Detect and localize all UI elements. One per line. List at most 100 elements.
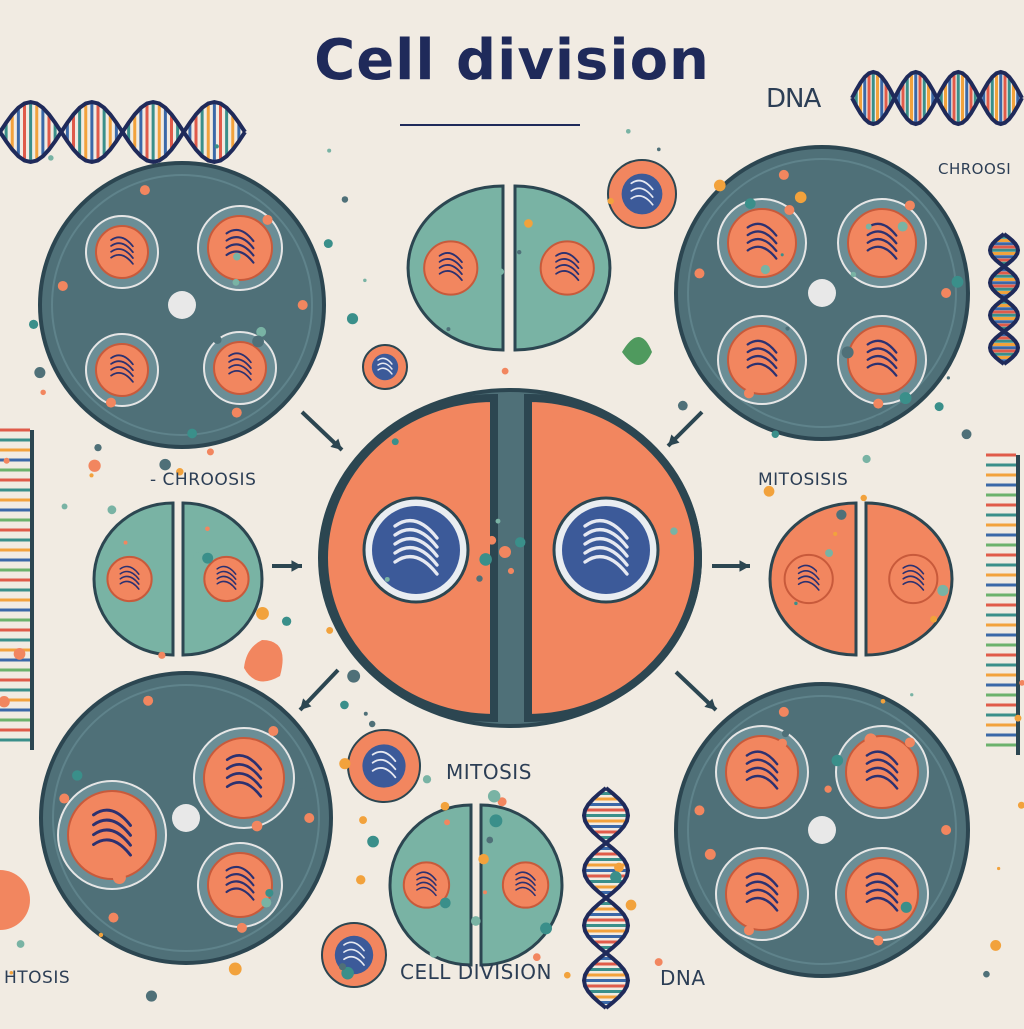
organelle-dot	[256, 607, 269, 620]
nucleus	[621, 173, 663, 215]
organelle-dot	[168, 291, 196, 319]
nucleus	[371, 353, 399, 381]
cell-bottom-right	[674, 682, 970, 978]
chromosome-strand	[515, 876, 536, 886]
organelle-dot	[941, 288, 952, 298]
organelle-dot	[694, 268, 705, 279]
arrow-head	[668, 434, 680, 446]
arrow-head	[300, 698, 312, 710]
organelle-dot	[562, 418, 567, 423]
dna-strand	[850, 69, 1024, 127]
chromosome-strand	[583, 545, 629, 567]
chromosome-strand	[228, 364, 252, 375]
chromosome-strand	[865, 766, 899, 782]
arrow-head	[291, 560, 302, 572]
chromosome-strand	[745, 758, 779, 774]
organelle-dot	[232, 278, 240, 286]
chromosome-strand	[866, 245, 898, 260]
organelle-dot	[873, 935, 884, 946]
organelle-dot	[446, 327, 451, 332]
nucleus	[67, 790, 157, 880]
organelle-dot	[252, 335, 264, 348]
organelle-dot	[34, 367, 46, 379]
dna-ladder-right	[986, 453, 1020, 755]
cell-inner-ring	[51, 174, 313, 436]
organelle-dot	[899, 392, 912, 405]
organelle-dot	[930, 615, 938, 623]
organelle-dot	[934, 402, 944, 412]
nucleus	[727, 208, 797, 278]
organelle-dot	[478, 853, 489, 865]
organelle-dot	[213, 335, 222, 344]
organelle-dot	[158, 651, 166, 659]
organelle-dot	[499, 546, 511, 558]
dna-helix-icon	[581, 786, 631, 1010]
organelle-dot	[524, 219, 533, 228]
chromosome-strand	[371, 750, 397, 763]
nucleus	[847, 325, 917, 395]
daughter-pair-top-center	[406, 184, 612, 352]
chromosome-strand	[377, 362, 393, 370]
organelle-dot	[268, 726, 279, 737]
nucleus	[95, 225, 149, 279]
chromosome-strand	[865, 880, 899, 896]
organelle-dot	[159, 458, 171, 471]
chromosome-strand	[865, 896, 899, 912]
chromosome-strand	[745, 880, 779, 896]
organelle-dot	[607, 197, 614, 205]
organelle-dot	[656, 147, 661, 152]
organelle-dot	[359, 816, 367, 824]
nucleus	[207, 215, 273, 281]
arrow-icon	[712, 560, 750, 572]
chromosome-strand	[119, 575, 140, 585]
arrow-icon	[272, 560, 302, 572]
organelle-dot	[429, 949, 439, 958]
chromosome-strand	[343, 948, 365, 959]
label-chromosome-left: - CHROOSIS	[150, 470, 257, 490]
nucleus	[362, 744, 406, 788]
organelle-dot	[808, 816, 836, 844]
chromosome-strand	[225, 236, 255, 250]
organelle-dot	[236, 922, 247, 933]
organelle-dot	[233, 252, 241, 261]
chromosome-strand	[515, 886, 536, 897]
chromosome-strand	[797, 570, 820, 580]
organelle-dot	[904, 200, 915, 211]
organelle-dot	[507, 567, 515, 575]
organelle-dot	[256, 326, 267, 337]
leaf-shape	[622, 337, 652, 365]
organelle-dot	[61, 503, 68, 510]
chromosome-strand	[555, 270, 580, 282]
organelle-dot	[323, 239, 333, 249]
chromosome-strand	[866, 347, 898, 362]
chromosome-strand	[630, 187, 654, 198]
organelle-dot	[98, 932, 104, 938]
organelle-dot	[677, 400, 688, 411]
organelle-dot	[440, 801, 450, 811]
organelle-dot	[904, 737, 915, 748]
organelle-dot	[831, 754, 844, 767]
organelle-dot	[13, 647, 26, 660]
organelle-dot	[347, 669, 361, 683]
organelle-dot	[326, 626, 334, 634]
chromosome-strand	[865, 774, 899, 790]
organelle-dot	[16, 940, 25, 948]
chromosome-strand	[228, 370, 252, 381]
dna-strand	[987, 232, 1021, 366]
organelle-dot	[825, 549, 834, 558]
chromosome-strand	[225, 772, 263, 789]
organelle-dot	[824, 785, 832, 793]
organelle-dot	[913, 849, 920, 857]
chromosome-strand	[438, 270, 463, 282]
nucleus	[203, 737, 285, 819]
chromosome-strand	[902, 580, 925, 591]
chromosome-strand	[92, 818, 132, 837]
chromosome-strand	[630, 179, 654, 191]
chromosome-strand	[416, 886, 437, 897]
organelle-dot	[771, 430, 780, 438]
organelle-dot	[515, 537, 526, 548]
chromosome-strand	[119, 570, 140, 580]
organelle-dot	[836, 509, 847, 520]
organelle-dot	[262, 214, 273, 225]
chromosome-strand	[377, 357, 393, 365]
